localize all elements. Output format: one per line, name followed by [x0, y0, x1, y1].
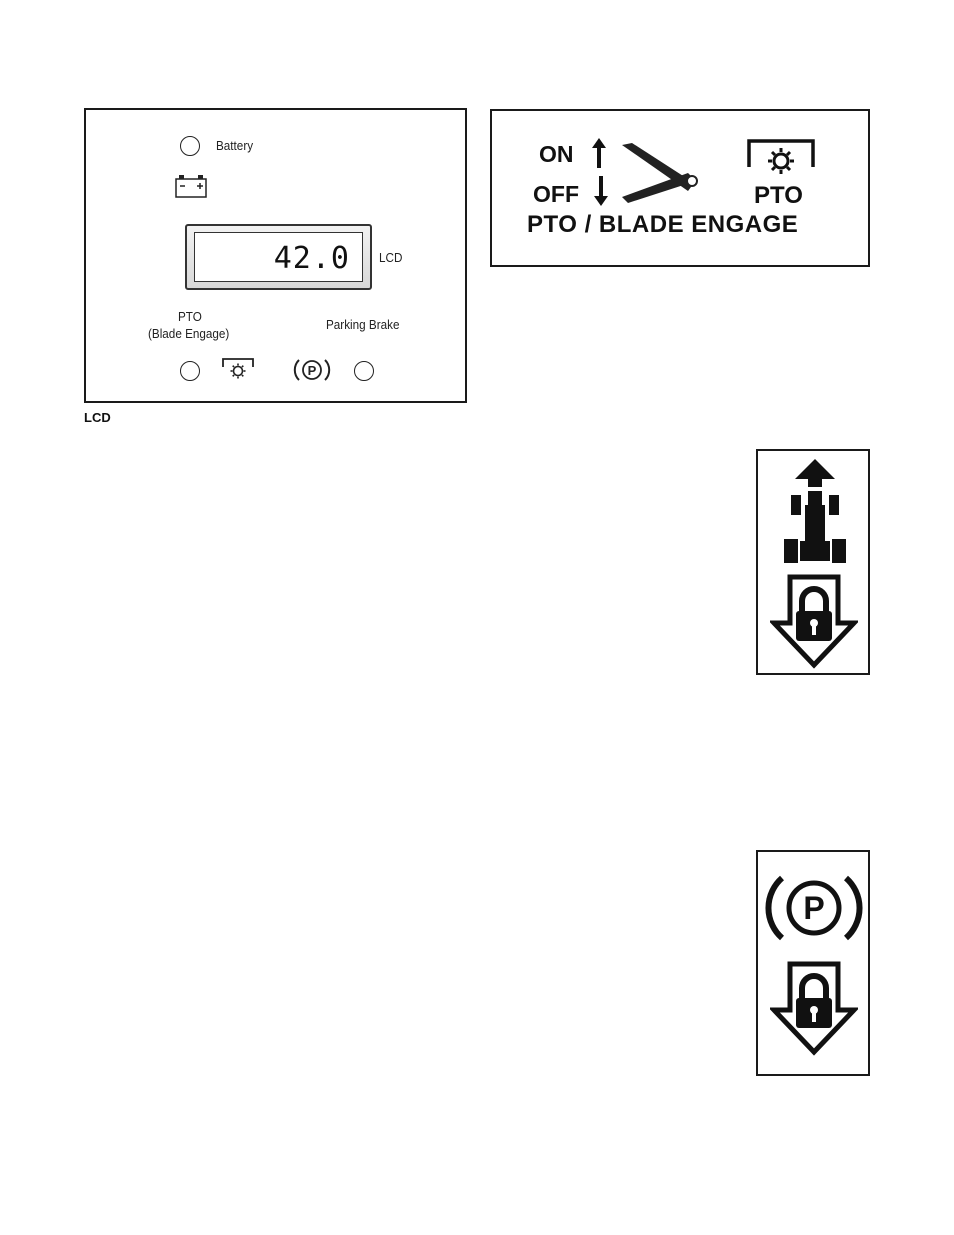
tractor-forward-icon	[780, 457, 850, 567]
pto-gear-icon	[745, 137, 817, 183]
pto-label: PTO	[754, 182, 803, 210]
figure-caption: LCD	[84, 410, 111, 425]
parking-brake-indicator-light	[354, 361, 374, 381]
parking-brake-icon: P	[292, 356, 332, 384]
engage-label: PTO / BLADE ENGAGE	[527, 211, 798, 239]
down-arrow-icon	[593, 175, 609, 207]
svg-text:P: P	[308, 363, 317, 378]
battery-label: Battery	[216, 138, 253, 153]
lock-down-arrow-icon	[770, 960, 858, 1056]
lcd-value: 42.0	[274, 241, 350, 276]
pto-indicator-light	[180, 361, 200, 381]
parking-lock-decal: P	[756, 850, 870, 1076]
svg-text:P: P	[803, 890, 824, 926]
parking-brake-label: Parking Brake	[326, 317, 399, 332]
up-arrow-icon	[591, 137, 607, 169]
pto-label-line2: (Blade Engage)	[148, 326, 229, 341]
pto-gear-icon	[220, 356, 256, 382]
battery-icon	[174, 174, 210, 200]
pto-label-line1: PTO	[178, 309, 202, 324]
battery-indicator-light	[180, 136, 200, 156]
on-label: ON	[539, 141, 574, 168]
lever-icon	[618, 141, 700, 203]
lcd-display: 42.0	[185, 224, 372, 290]
parking-brake-icon: P	[764, 866, 864, 950]
lcd-panel-figure: Battery 42.0 LCD PTO (Blade Engage) Park…	[84, 108, 467, 403]
forward-lock-decal	[756, 449, 870, 675]
lock-down-arrow-icon	[770, 573, 858, 669]
lcd-label: LCD	[379, 250, 402, 265]
off-label: OFF	[533, 181, 579, 208]
pto-decal: ON OFF PTO PTO / BLADE ENGAGE	[490, 109, 870, 267]
